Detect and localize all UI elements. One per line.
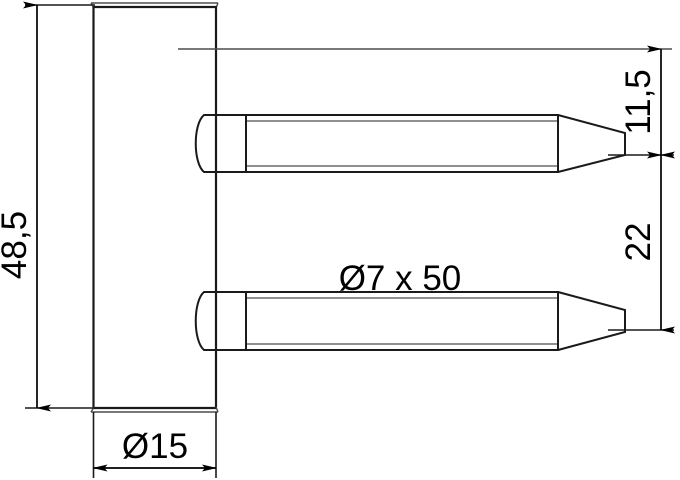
lower-pin-rounded-end xyxy=(194,291,216,351)
mounting-plate xyxy=(90,2,219,413)
plate-bottom-right-chamfer xyxy=(215,406,219,413)
dimension-top-offset: 11,5 xyxy=(619,45,675,159)
upper-pin-rounded-end xyxy=(194,114,216,173)
pin-spacing-label: 22 xyxy=(619,223,658,262)
dimension-pin-spacing: 22 xyxy=(619,151,675,334)
overall-height-label: 48,5 xyxy=(0,211,34,279)
plate-width-label: Ø15 xyxy=(122,427,188,466)
upper-pin xyxy=(194,114,626,173)
lower-pin xyxy=(194,291,626,351)
pin-spec-label: Ø7 x 50 xyxy=(339,259,462,298)
pin-spec-callout: Ø7 x 50 xyxy=(339,259,462,298)
dimension-overall-height: 48,5 xyxy=(0,1,51,412)
dimension-plate-width: Ø15 xyxy=(92,427,217,472)
top-offset-label: 11,5 xyxy=(619,69,658,135)
